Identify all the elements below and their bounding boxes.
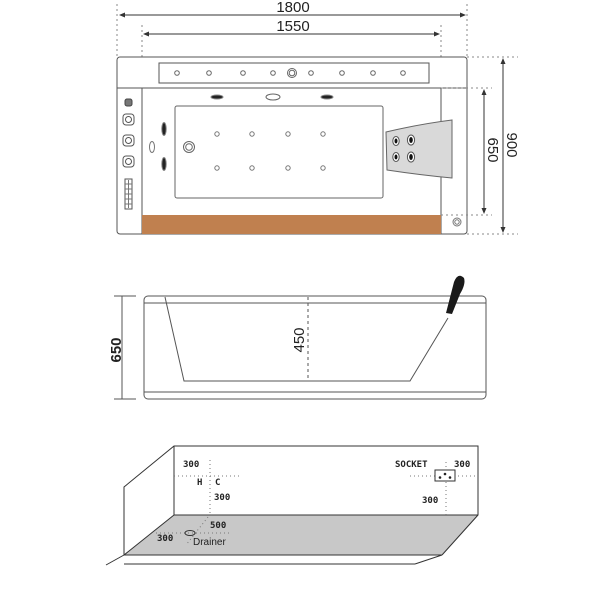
- floor: [124, 515, 478, 555]
- socket-offset-side: 300: [422, 496, 438, 506]
- drain-label: Drainer: [193, 537, 226, 548]
- hot-label: H: [197, 478, 202, 488]
- socket-offset-top: 300: [454, 460, 470, 470]
- control-panel: [122, 98, 135, 210]
- length-1800-label: 1800: [276, 0, 309, 16]
- water-offset-top: 300: [183, 460, 199, 470]
- height-650-label: 650: [108, 337, 125, 362]
- headrest: [446, 275, 465, 314]
- drain-icon: [184, 530, 196, 536]
- width-650-label: 650: [484, 137, 501, 162]
- body-jets: [214, 131, 326, 171]
- install-view: 300 H C 300 SOCKET 300 300 500 300 Drain…: [105, 445, 479, 566]
- top-view: 1800 1550: [116, 0, 520, 235]
- width-900-label: 900: [503, 132, 520, 157]
- pillow: [385, 119, 453, 179]
- top-strip-jets: [174, 68, 406, 78]
- wood-apron: [142, 215, 441, 234]
- length-1550-label: 1550: [276, 18, 309, 35]
- socket-label: SOCKET: [395, 460, 428, 470]
- drain-offset-side: 300: [157, 534, 173, 544]
- pillow-jets: [392, 134, 416, 163]
- depth-450-label: 450: [291, 327, 308, 352]
- socket-icon: [434, 469, 456, 482]
- drain-offset-back: 500: [210, 521, 226, 531]
- cold-label: C: [215, 478, 220, 488]
- side-view: 450 650: [108, 275, 487, 400]
- water-offset-side: 300: [214, 493, 230, 503]
